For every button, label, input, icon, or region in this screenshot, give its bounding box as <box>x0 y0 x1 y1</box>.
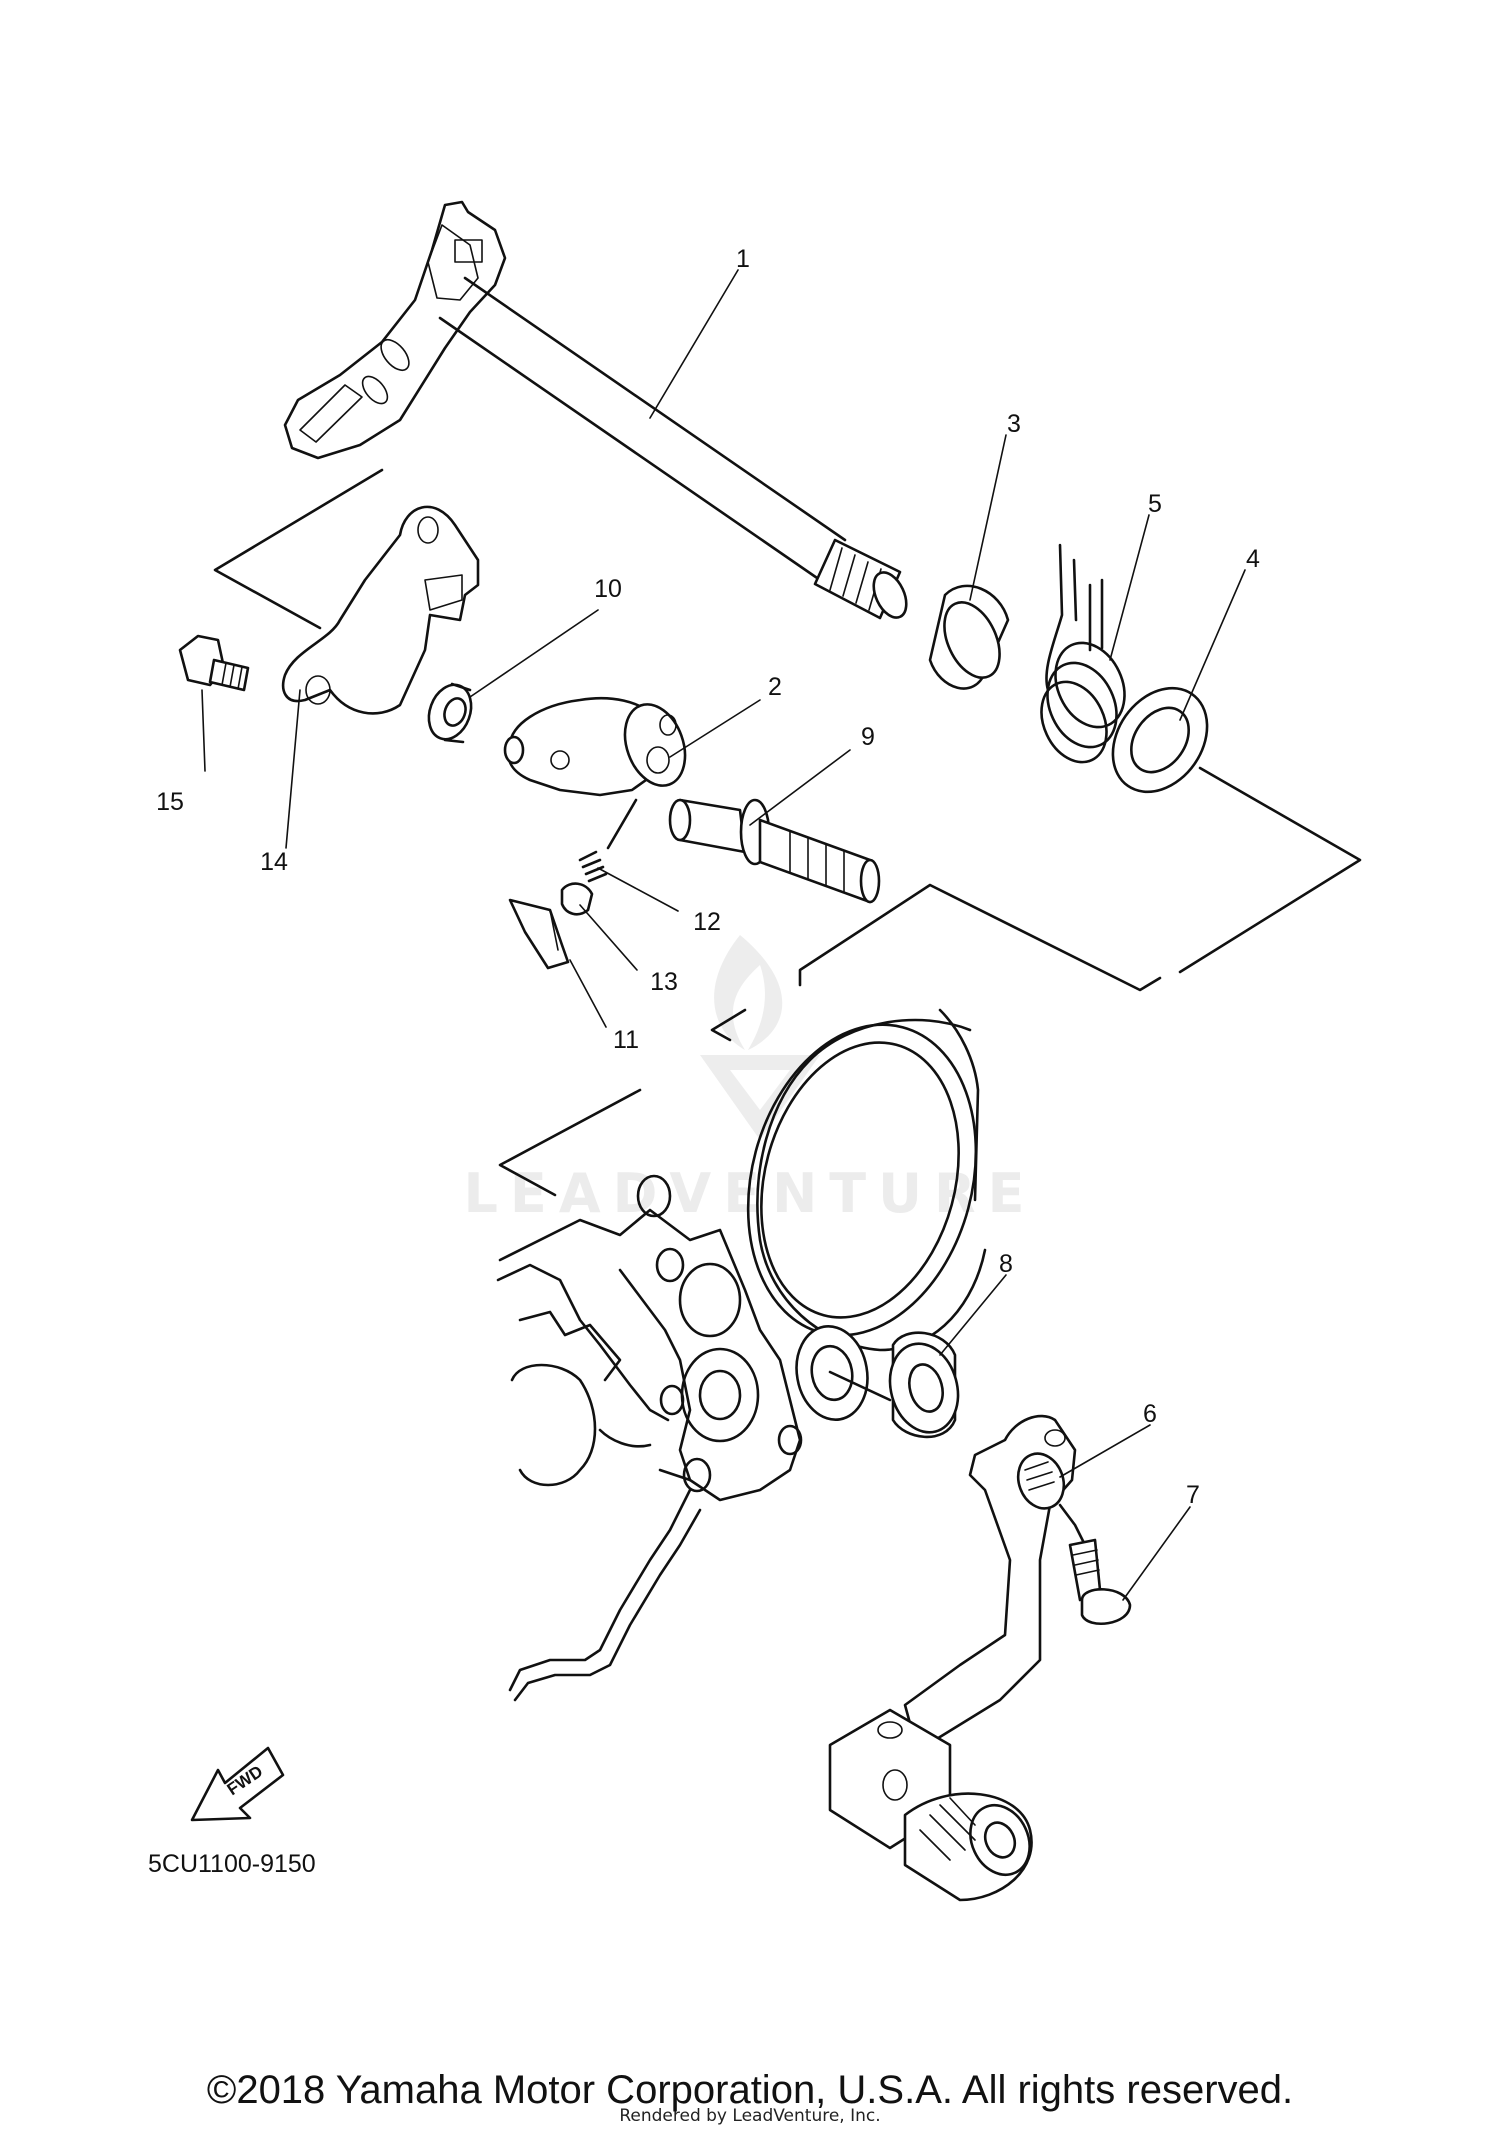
watermark-brand: LEADVENTURE <box>463 1162 1037 1225</box>
detent-ball <box>560 882 594 916</box>
callout-1: 1 <box>736 245 750 273</box>
callout-12: 12 <box>693 908 721 936</box>
oil-seal <box>828 1331 960 1439</box>
callout-7: 7 <box>1186 1481 1200 1509</box>
shift-shaft <box>283 200 908 620</box>
callout-4: 4 <box>1246 545 1260 573</box>
callout-9: 9 <box>861 723 875 751</box>
callout-3: 3 <box>1007 410 1021 438</box>
callout-labels: 1 2 3 4 5 6 7 8 9 10 11 12 13 14 15 5CU1… <box>148 245 1260 1878</box>
bolt <box>178 634 250 692</box>
stopper-lever <box>281 505 480 715</box>
callout-11: 11 <box>613 1026 639 1054</box>
pin <box>668 798 881 904</box>
callout-5: 5 <box>1148 490 1162 518</box>
pinch-bolt <box>1058 1503 1132 1625</box>
leadventure-logo-icon <box>700 935 820 1140</box>
leader-lines <box>201 269 1246 1601</box>
fwd-arrow-icon: FWD <box>190 1746 285 1822</box>
callout-2: 2 <box>768 673 782 701</box>
collar <box>928 584 1010 690</box>
callout-13: 13 <box>650 968 678 996</box>
callout-14: 14 <box>260 848 288 876</box>
shift-pedal <box>828 1414 1077 1902</box>
compression-spring <box>578 798 638 883</box>
callout-8: 8 <box>999 1250 1013 1278</box>
diagram-code: 5CU1100-9150 <box>148 1850 316 1878</box>
callout-10: 10 <box>594 575 622 603</box>
assembly-lines-upper <box>213 468 1362 1197</box>
shift-segment <box>503 696 687 797</box>
callout-6: 6 <box>1143 1400 1157 1428</box>
collar-small <box>427 682 473 744</box>
rendered-by-credit: Rendered by LeadVenture, Inc. <box>619 2106 881 2126</box>
detent-plate <box>508 898 570 970</box>
copyright-notice: ©2018 Yamaha Motor Corporation, U.S.A. A… <box>206 2068 1294 2112</box>
callout-15: 15 <box>156 788 184 816</box>
torsion-spring <box>1040 543 1126 764</box>
washer <box>1111 686 1209 794</box>
